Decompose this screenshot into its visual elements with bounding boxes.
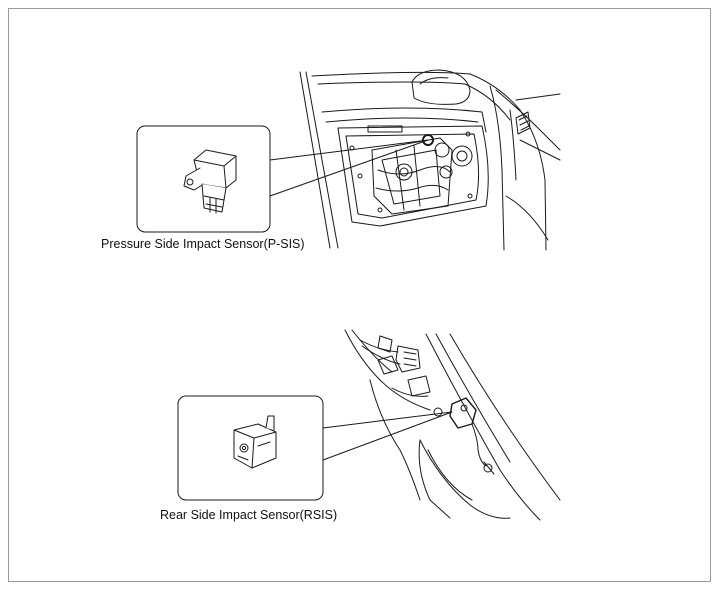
rsis-leader [322, 411, 453, 461]
rsis-sensor-drawing [233, 415, 277, 469]
p-sis-label: Pressure Side Impact Sensor(P-SIS) [101, 237, 305, 251]
front-door-drawing [299, 69, 561, 251]
rear-pillar-drawing [344, 329, 561, 521]
diagram-frame [8, 8, 711, 582]
rsis-label: Rear Side Impact Sensor(RSIS) [160, 508, 338, 522]
p-sis-sensor-drawing [183, 149, 237, 214]
p-sis-leader [269, 139, 429, 197]
